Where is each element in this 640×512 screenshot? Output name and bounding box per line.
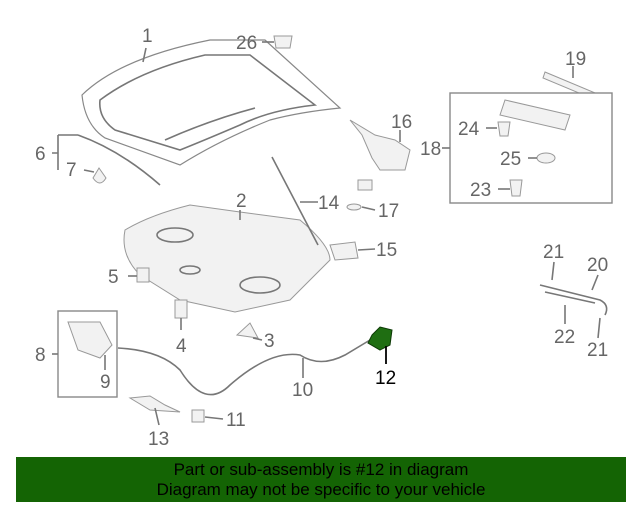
- callout-5: 5: [108, 267, 119, 288]
- clip-11-part[interactable]: [191, 409, 205, 423]
- latch-9-part[interactable]: [67, 321, 113, 359]
- hinge-16-part[interactable]: [349, 119, 411, 171]
- bracket-15-part[interactable]: [329, 241, 359, 261]
- callout-11: 11: [226, 410, 246, 431]
- callout-21-bottom: 21: [587, 340, 608, 361]
- callout-26: 26: [236, 33, 257, 54]
- banner-line-disclaimer: Diagram may not be specific to your vehi…: [156, 480, 486, 499]
- leader-lines: [52, 41, 601, 426]
- bumper-26-part[interactable]: [273, 35, 293, 49]
- callout-24: 24: [458, 119, 480, 140]
- part-17[interactable]: [357, 179, 373, 191]
- strut-14-part[interactable]: [271, 156, 319, 246]
- callout-19: 19: [565, 49, 586, 70]
- seal-21-part[interactable]: [539, 284, 608, 316]
- clip-24-part[interactable]: [497, 121, 511, 137]
- callout-1: 1: [142, 26, 153, 47]
- banner-line-part-number: Part or sub-assembly is #12 in diagram: [173, 460, 469, 479]
- weatherstrip-part[interactable]: [77, 134, 161, 186]
- callout-3: 3: [264, 331, 275, 352]
- callout-15: 15: [376, 240, 397, 261]
- hood-part[interactable]: [81, 39, 342, 166]
- info-banner: Part or sub-assembly is #12 in diagram D…: [16, 457, 626, 502]
- part-17-washer[interactable]: [346, 203, 362, 211]
- callout-22: 22: [554, 327, 575, 348]
- callout-18: 18: [420, 139, 441, 160]
- callout-4: 4: [176, 336, 187, 357]
- callout-7: 7: [66, 160, 77, 181]
- clip-23-part[interactable]: [509, 179, 523, 197]
- callout-2: 2: [236, 191, 247, 212]
- clip-25-part[interactable]: [536, 152, 556, 164]
- callout-21-top: 21: [543, 242, 564, 263]
- callout-20: 20: [587, 255, 608, 276]
- callout-25: 25: [500, 149, 521, 170]
- bumper-5-part[interactable]: [136, 267, 150, 283]
- hood-insulator-part[interactable]: [123, 204, 331, 313]
- panel-18-part[interactable]: [499, 99, 571, 131]
- callout-13: 13: [148, 429, 169, 450]
- part-12-highlighted[interactable]: [367, 326, 393, 351]
- callout-14: 14: [318, 193, 340, 214]
- callout-8: 8: [35, 345, 46, 366]
- callout-10: 10: [292, 380, 313, 401]
- callout-12: 12: [375, 368, 396, 389]
- callout-16: 16: [391, 112, 412, 133]
- callout-23: 23: [470, 180, 491, 201]
- callout-9: 9: [100, 372, 111, 393]
- clip-7-part[interactable]: [92, 167, 107, 184]
- seal-22-part[interactable]: [544, 291, 596, 304]
- callout-6: 6: [35, 144, 46, 165]
- part-4[interactable]: [174, 299, 188, 319]
- lever-13-part[interactable]: [128, 395, 181, 413]
- release-cable-10-part[interactable]: [117, 339, 371, 396]
- callout-17: 17: [378, 201, 399, 222]
- part-3[interactable]: [235, 322, 259, 339]
